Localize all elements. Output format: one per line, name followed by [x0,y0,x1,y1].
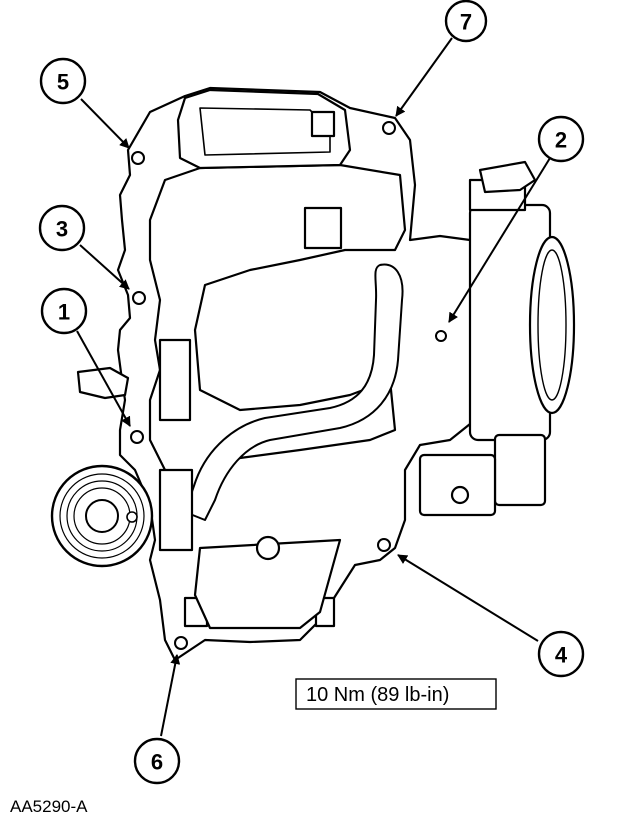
callout-number: 6 [151,750,163,775]
leader-arrow-3 [79,244,130,290]
callout-circle [40,287,88,335]
iac-bolt [450,485,470,505]
callout-2: 2 [537,115,585,163]
callout-circle [537,115,585,163]
throttle-bracket [478,160,537,194]
torque-spec-frame [295,678,497,710]
pulley [50,464,154,568]
callout-1: 1 [40,287,88,335]
upper-runner-inner [199,107,331,156]
callout-5: 5 [39,57,87,105]
torque-spec-text: 10 Nm (89 lb-in) [306,684,449,706]
leader-arrow-5 [80,98,130,149]
leader-arrow-2 [448,157,551,323]
bolt-hole-6 [174,636,188,650]
callout-4: 4 [537,630,585,678]
callout-number: 2 [555,128,567,153]
bolt-hole-2 [435,330,447,342]
callout-number: 1 [58,300,70,325]
leader-arrow-4 [397,554,539,642]
callout-circle [537,630,585,678]
callout-number: 5 [57,70,69,95]
bolt-hole-5 [131,151,145,165]
throttle-bore-inner [537,249,567,401]
pulley-groove-1 [59,473,145,559]
throttle-position-sensor [493,433,547,507]
bolt-holes [130,121,447,650]
port-block-lower [158,468,194,552]
callout-number: 3 [56,217,68,242]
throttle-bore [528,235,576,415]
leader-arrow-1 [76,330,131,427]
throttle-body [418,160,576,517]
figure-id: AA5290-A [10,797,88,816]
callout-circle [38,204,86,252]
callout-3: 3 [38,204,86,252]
callout-number: 7 [460,10,472,35]
idle-air-valve [418,453,497,517]
torque-spec-box: 10 Nm (89 lb-in) [295,678,497,710]
lower-stud [255,535,281,561]
callout-7: 7 [444,0,488,43]
bolt-hole-3 [132,291,146,305]
leader-arrow-7 [395,37,453,117]
leader-arrow-6 [160,654,181,737]
bolt-hole-1 [130,430,144,444]
bolt-hole-7 [382,121,396,135]
pulley-hub [85,499,119,533]
port-block-upper [303,206,343,250]
callout-circle [133,737,181,785]
port-block-left [158,338,192,422]
manifold-drawing [76,86,576,662]
callout-6: 6 [133,737,181,785]
bolt-hole-4 [377,538,391,552]
left-hose-fitting [76,366,130,400]
callout-circle [39,57,87,105]
callout-number: 4 [555,643,568,668]
callout-circle [444,0,488,43]
pulley-bolt [126,511,138,523]
center-air-tube [184,263,404,521]
bracket-top [310,110,336,138]
lower-runner [193,538,342,630]
leader-arrows [76,37,551,737]
